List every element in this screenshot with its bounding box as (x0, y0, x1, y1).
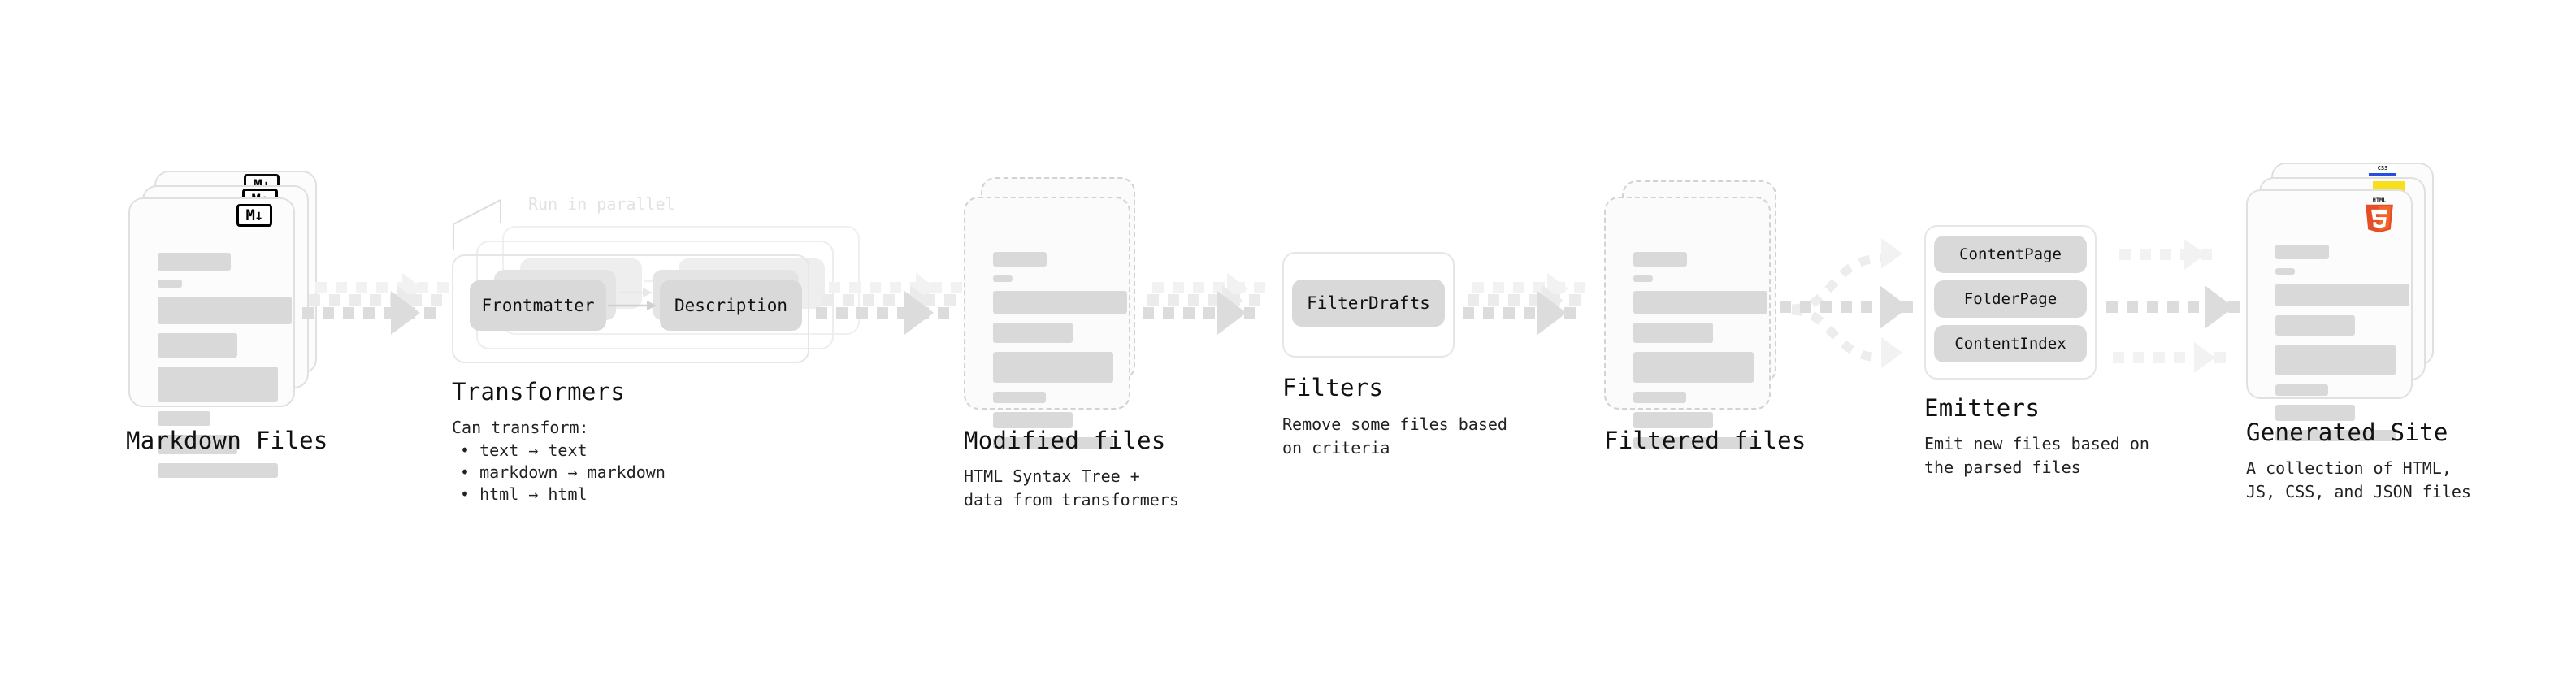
content-bar (993, 252, 1047, 267)
content-bar (158, 411, 210, 426)
content-bar (1633, 392, 1686, 403)
modified-files-subcaption: HTML Syntax Tree + data from transformer… (964, 466, 1179, 510)
content-bar (1633, 412, 1713, 428)
content-bar (2275, 384, 2328, 396)
modified-file-card-front (964, 197, 1130, 449)
content-bar (1633, 323, 1713, 343)
run-in-parallel-bracket (453, 199, 501, 250)
content-bar (2275, 430, 2396, 441)
transformers-intro: Can transform: (452, 418, 589, 437)
modified-file-bars (993, 252, 1127, 458)
content-bar (158, 463, 278, 478)
dotted-line (315, 282, 449, 293)
dotted-line (816, 307, 949, 319)
markdown-files-caption: Markdown Files (126, 427, 328, 454)
content-bar (993, 275, 1013, 282)
content-bar (2275, 284, 2409, 306)
arrow-head (1217, 291, 1247, 335)
filters-caption: Filters (1282, 374, 1384, 401)
transformers-bullet-0: • text → text (460, 440, 588, 460)
filtered-files-caption: Filtered files (1604, 427, 1806, 454)
arrow-head (1537, 291, 1567, 335)
transformer-arrow-front (608, 301, 657, 310)
emitter-chip-folderpage[interactable]: FolderPage (1934, 280, 2087, 318)
arrow-head (1881, 238, 1902, 269)
transformers-bullet-1: • markdown → markdown (460, 462, 666, 482)
content-bar (993, 392, 1046, 403)
dotted-line (2113, 352, 2226, 363)
dotted-line (829, 282, 962, 293)
content-bar (993, 352, 1113, 383)
transformer-panel-front (452, 254, 809, 363)
arrow-head (391, 291, 420, 335)
generated-site-subcaption: A collection of HTML, JS, CSS, and JSON … (2246, 458, 2471, 501)
transformers-caption: Transformers (452, 378, 626, 406)
content-bar (2275, 345, 2396, 375)
arrow-head (2194, 342, 2215, 373)
content-bar (993, 412, 1073, 428)
content-bar (993, 323, 1073, 343)
emitter-chip-contentpage[interactable]: ContentPage (1934, 236, 2087, 273)
markdown-badge-front: M↓ (236, 204, 272, 227)
transformer-chip-frontmatter[interactable]: Frontmatter (470, 280, 606, 331)
html5-icon: HTML (2366, 197, 2393, 233)
filters-subcaption: Remove some files based on criteria (1282, 414, 1507, 458)
svg-text:HTML: HTML (2373, 197, 2387, 204)
content-bar (2275, 315, 2355, 336)
dotted-line (309, 294, 442, 306)
modified-files-caption: Modified files (964, 427, 1166, 454)
markdown-file-card-front (128, 197, 295, 478)
transformers-bullet-2: • html → html (460, 484, 588, 504)
dotted-line (1152, 282, 1265, 293)
emitters-caption: Emitters (1924, 394, 2040, 422)
content-bar (2275, 268, 2295, 275)
dotted-line (822, 294, 956, 306)
arrow-head (904, 291, 934, 335)
content-bar (1633, 252, 1687, 267)
arrow-head (2205, 285, 2234, 329)
content-bar (158, 280, 182, 288)
transformer-arrow-mid (618, 288, 653, 297)
filtered-file-card-front (1604, 197, 1771, 449)
emitters-subcaption: Emit new files based on the parsed files (1924, 434, 2149, 477)
generated-site-caption: Generated Site (2246, 419, 2448, 446)
filtered-file-bars (1633, 252, 1767, 458)
arrow-head (1881, 337, 1902, 368)
content-bar (993, 437, 1113, 449)
arrow-head (1880, 285, 1909, 329)
fanout-curves (1791, 254, 1882, 362)
content-bar (158, 367, 278, 402)
filter-chip-filterdrafts[interactable]: FilterDrafts (1292, 280, 1445, 327)
content-bar (158, 333, 237, 358)
content-bar (2275, 245, 2329, 259)
content-bar (993, 291, 1127, 314)
content-bar (2275, 405, 2355, 421)
dotted-line (1472, 282, 1585, 293)
content-bar (1633, 352, 1754, 383)
content-bar (158, 297, 292, 324)
content-bar (1633, 437, 1754, 449)
markdown-file-bars (158, 253, 292, 487)
content-bar (158, 253, 231, 271)
content-bar (158, 435, 237, 454)
run-in-parallel-label: Run in parallel (528, 194, 675, 214)
site-file-bars (2275, 245, 2409, 450)
transformer-chip-description[interactable]: Description (660, 280, 802, 331)
content-bar (1633, 275, 1653, 282)
arrow-head (2184, 239, 2205, 270)
content-bar (1633, 291, 1767, 314)
css-badge-icon: CSS (2369, 165, 2396, 176)
emitter-chip-contentindex[interactable]: ContentIndex (1934, 325, 2087, 362)
